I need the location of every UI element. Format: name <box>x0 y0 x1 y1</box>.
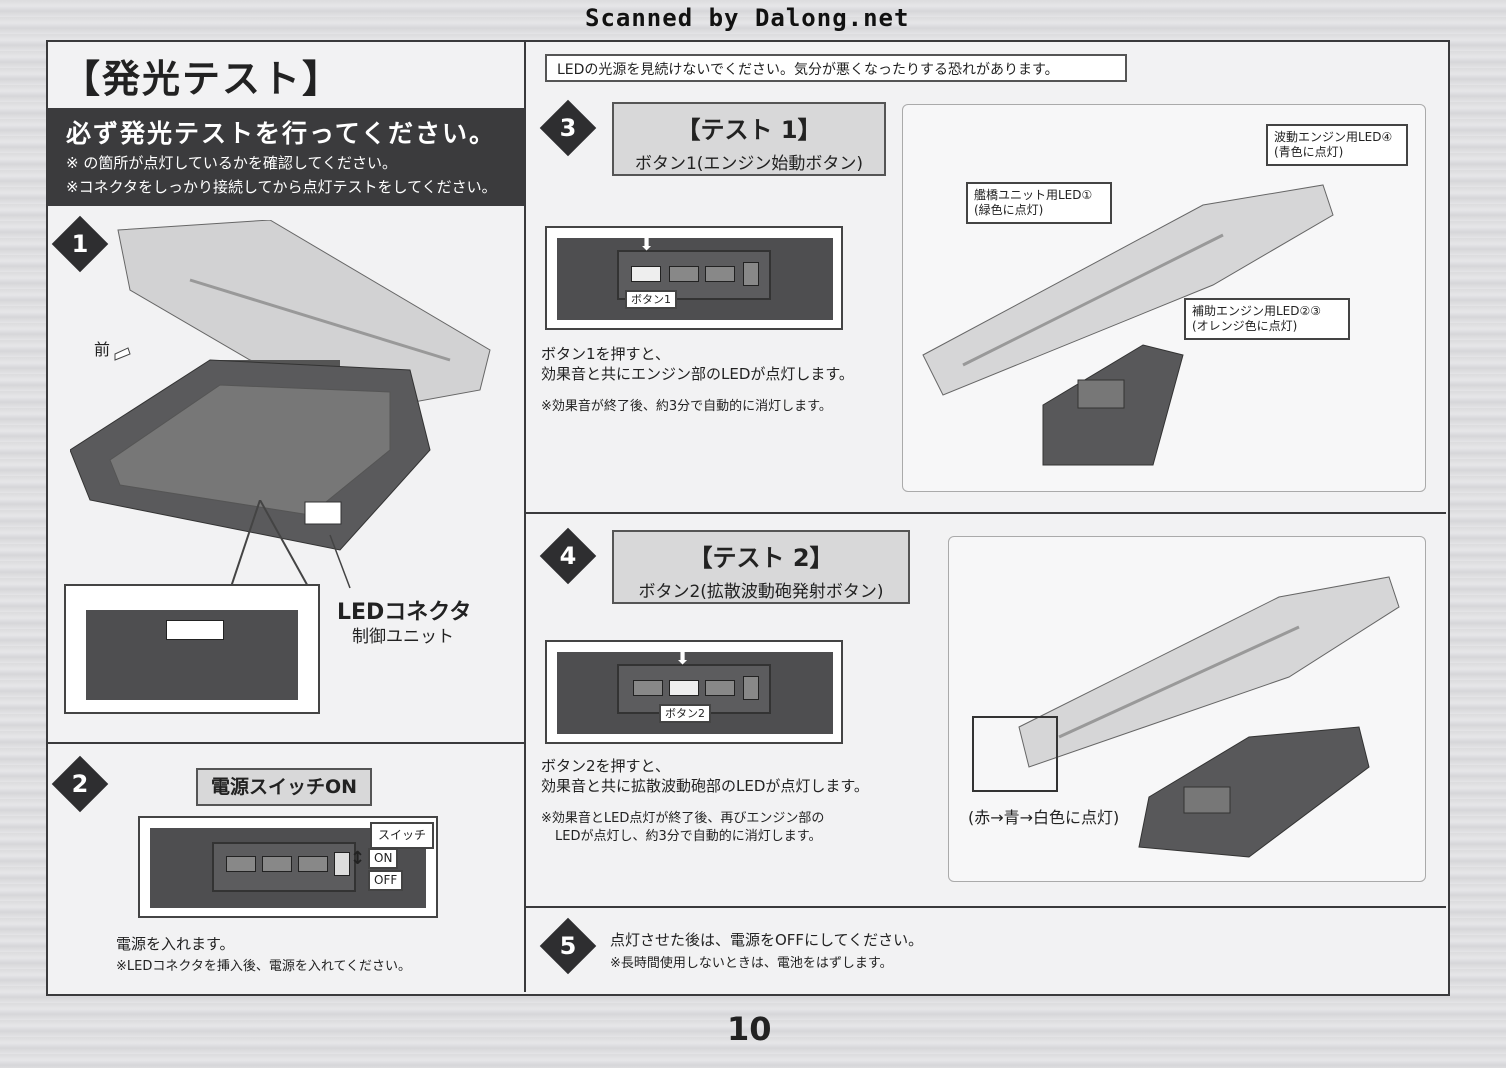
up-down-arrow-icon: ↕ <box>350 848 366 869</box>
intro-note-2: ※コネクタをしっかり接続してから点灯テストをしてください。 <box>66 178 497 196</box>
step4-color-label: (赤→青→白色に点灯) <box>968 808 1120 827</box>
on-label: ON <box>368 848 399 869</box>
step3-text-2: 効果音と共にエンジン部のLEDが点灯します。 <box>541 365 854 383</box>
test2-subtitle: ボタン2(拡散波動砲発射ボタン) <box>638 582 884 602</box>
button-2[interactable] <box>669 680 699 696</box>
test1-box: 【テスト 1】 ボタン1(エンジン始動ボタン) <box>612 102 886 176</box>
step4-note-1: ※効果音とLED点灯が終了後、再びエンジン部の <box>541 811 825 826</box>
power-switch[interactable] <box>334 852 350 876</box>
connector-socket <box>166 620 224 640</box>
step-5-badge: 5 <box>539 917 597 975</box>
ship-illustration-1 <box>922 184 1334 466</box>
led4-label: 波動エンジン用LED④(青色に点灯) <box>1266 124 1408 166</box>
power-on-heading-box: 電源スイッチON <box>196 768 372 806</box>
column-divider <box>524 42 526 992</box>
ship-illustration-2 <box>972 576 1400 858</box>
button2-panel: ⬇ ボタン2 <box>545 640 843 744</box>
switch-step4[interactable] <box>743 676 759 700</box>
switch-label: スイッチ <box>370 822 435 849</box>
button-b[interactable] <box>262 856 292 872</box>
step5-divider <box>526 906 1446 908</box>
step4-text-1: ボタン2を押すと、 <box>541 757 670 775</box>
button1-panel: ⬇ ボタン1 <box>545 226 843 330</box>
step5-text: 点灯させた後は、電源をOFFにしてください。 <box>610 931 924 949</box>
test2-title: 【テスト 2】 <box>688 544 834 572</box>
intro-note-1: ※ の箇所が点灯しているかを確認してください。 <box>66 154 397 172</box>
warning-box: LEDの光源を見続けないでください。気分が悪くなったりする恐れがあります。 <box>545 54 1127 82</box>
step-4-badge: 4 <box>539 527 597 585</box>
page-title: 【発光テスト】 <box>62 56 343 101</box>
step2-text: 電源を入れます。 <box>116 935 235 953</box>
callout-lines <box>229 500 351 590</box>
step-2-badge: 2 <box>51 755 109 813</box>
scan-credit: Scanned by Dalong.net <box>585 4 910 32</box>
power-on-heading: 電源スイッチON <box>210 776 358 798</box>
step4-note-2: LEDが点灯し、約3分で自動的に消灯します。 <box>555 829 822 844</box>
button-1-step4[interactable] <box>633 680 663 696</box>
step-3-badge: 3 <box>539 99 597 157</box>
down-arrow-icon: ⬇ <box>639 234 655 255</box>
test1-subtitle: ボタン1(エンジン始動ボタン) <box>634 154 864 174</box>
button-a[interactable] <box>226 856 256 872</box>
intro-box: 必ず発光テストを行ってください。 ※ の箇所が点灯しているかを確認してください。… <box>48 108 524 206</box>
intro-heading: 必ず発光テストを行ってください。 <box>66 119 497 148</box>
connector-detail <box>64 584 320 714</box>
button2-label: ボタン2 <box>659 704 711 723</box>
test2-box: 【テスト 2】 ボタン2(拡散波動砲発射ボタン) <box>612 530 910 604</box>
page-number: 10 <box>727 1010 772 1048</box>
front-label: 前 <box>94 340 111 359</box>
step1-illustration <box>70 220 491 551</box>
control-unit-label: 制御ユニット <box>352 627 454 647</box>
test1-title: 【テスト 1】 <box>676 116 822 144</box>
button-1[interactable] <box>631 266 661 282</box>
step4-photo <box>948 536 1426 882</box>
button-c[interactable] <box>298 856 328 872</box>
button-2-step3[interactable] <box>669 266 699 282</box>
down-arrow-icon-2: ⬇ <box>675 648 691 669</box>
step3-text-1: ボタン1を押すと、 <box>541 345 670 363</box>
step5-note: ※長時間使用しないときは、電池をはずします。 <box>610 956 893 971</box>
switch-step3[interactable] <box>743 262 759 286</box>
led-connector-label: LEDコネクタ <box>337 600 472 625</box>
led23-label: 補助エンジン用LED②③(オレンジ色に点灯) <box>1184 298 1350 340</box>
step2-note: ※LEDコネクタを挿入後、電源を入れてください。 <box>116 959 412 974</box>
step4-divider <box>526 512 1446 514</box>
step2-divider <box>48 742 524 744</box>
button-3-step4[interactable] <box>705 680 735 696</box>
led1-label: 艦橋ユニット用LED①(緑色に点灯) <box>966 182 1112 224</box>
step4-text-2: 効果音と共に拡散波動砲部のLEDが点灯します。 <box>541 777 869 795</box>
button1-label: ボタン1 <box>625 290 677 309</box>
button-3-step3[interactable] <box>705 266 735 282</box>
step3-note: ※効果音が終了後、約3分で自動的に消灯します。 <box>541 399 832 414</box>
off-label: OFF <box>368 870 404 891</box>
